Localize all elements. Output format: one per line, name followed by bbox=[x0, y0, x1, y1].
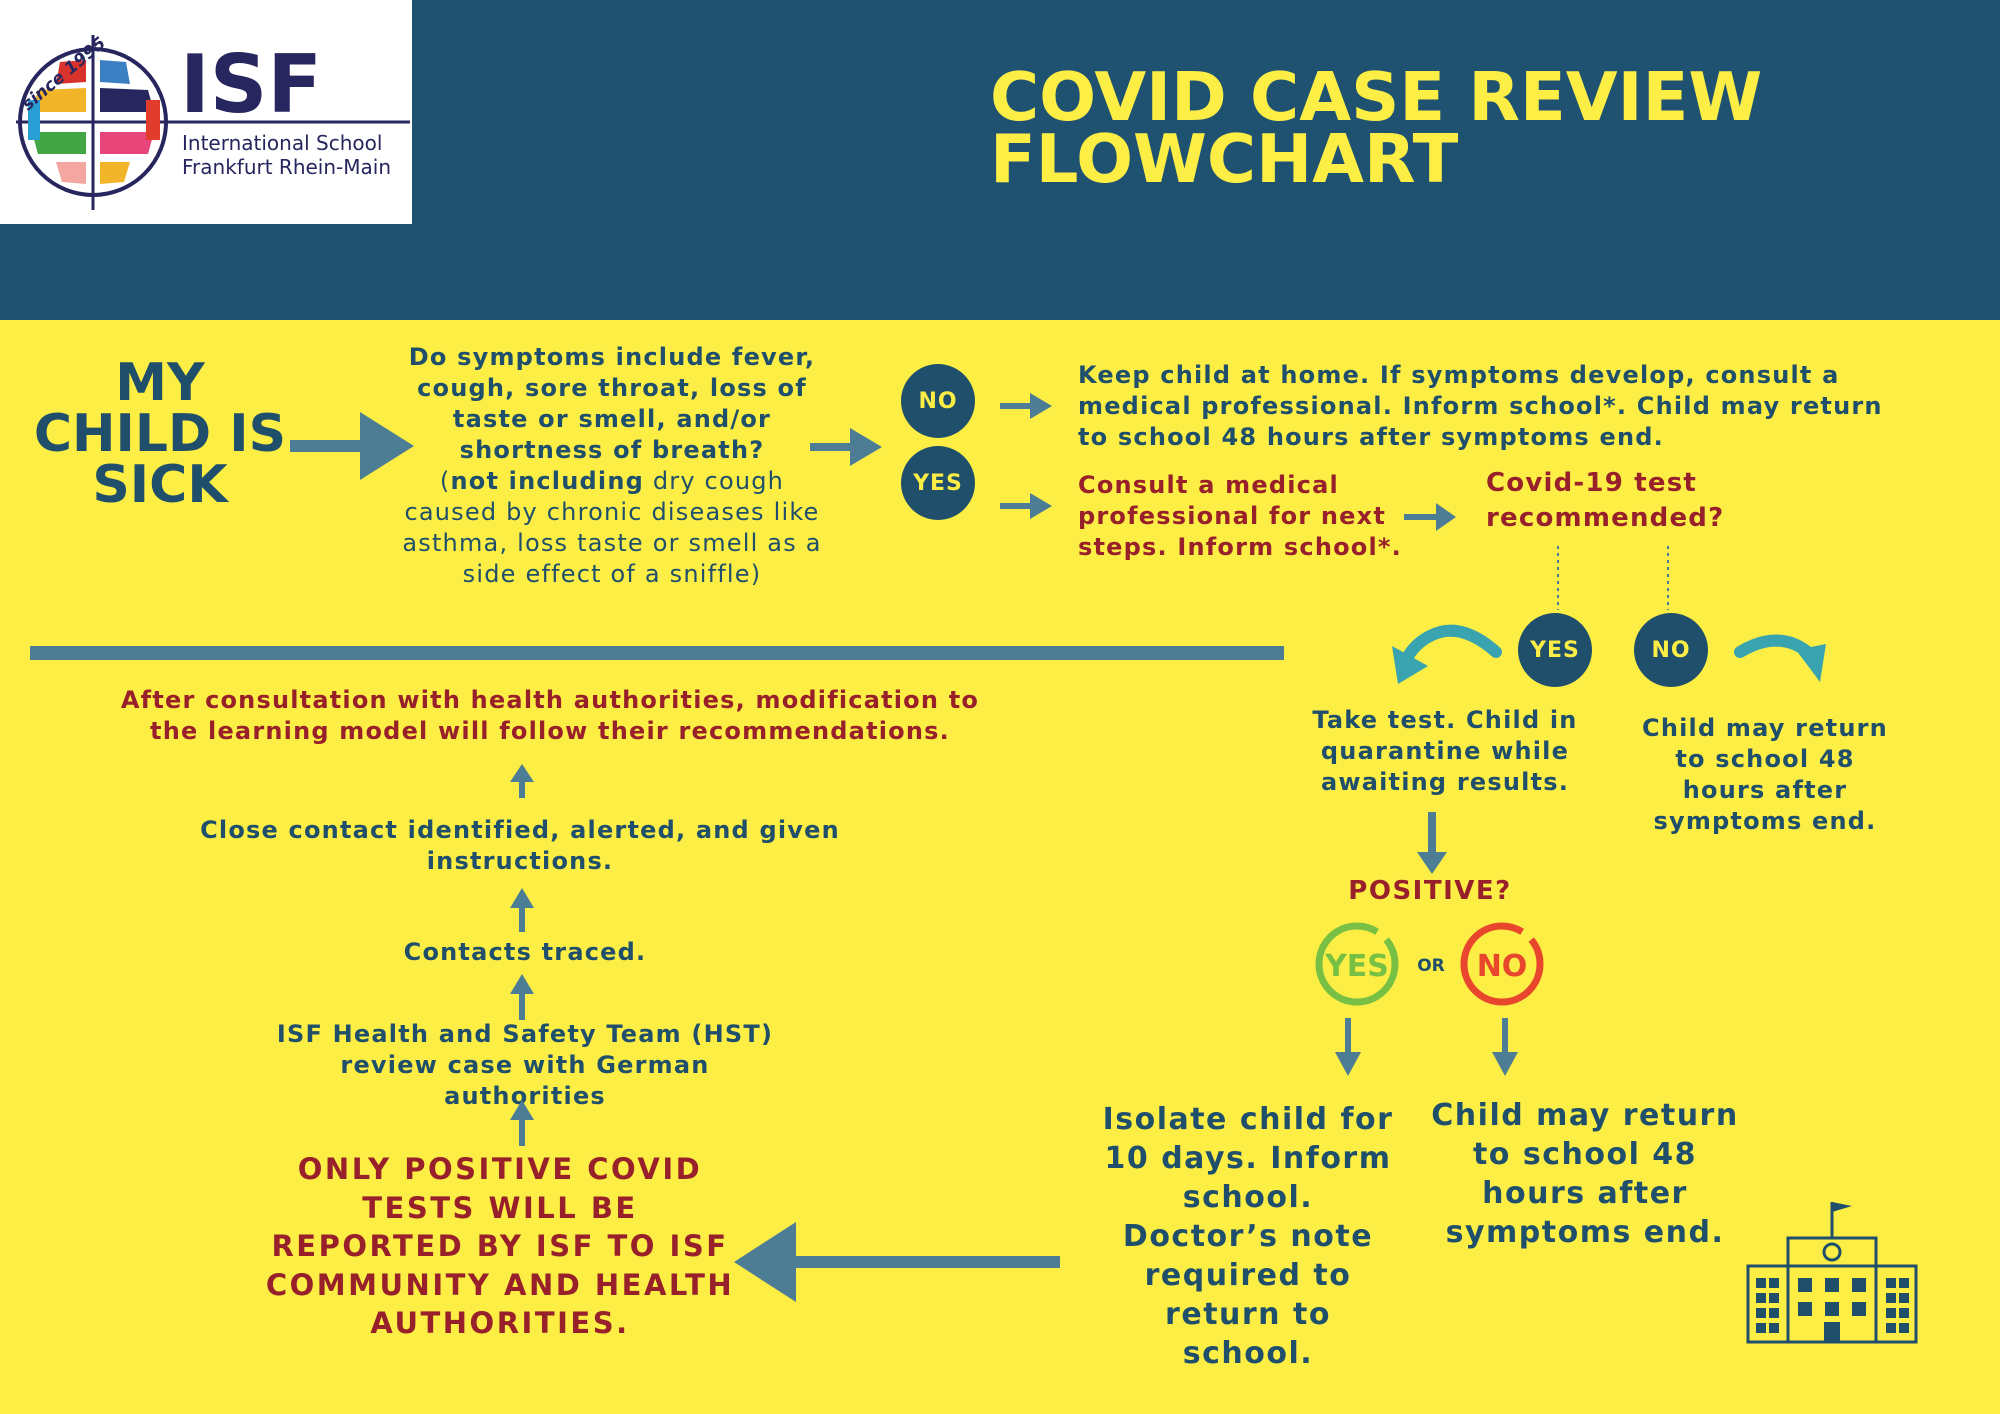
up-arrow-1-head bbox=[510, 1100, 534, 1120]
up-arrow-4 bbox=[519, 778, 525, 798]
svg-text:International School: International School bbox=[182, 131, 382, 155]
start-label: MY CHILD IS SICK bbox=[33, 353, 287, 515]
test-arrow bbox=[1404, 514, 1442, 520]
yes-result-text: Consult a medical professional for next … bbox=[1078, 471, 1402, 561]
positive-no-circle bbox=[1460, 922, 1544, 1006]
yes-arrow-head bbox=[1030, 493, 1052, 519]
test-yes-circle: YES bbox=[1518, 613, 1592, 687]
positive-yes-label: YES bbox=[1324, 949, 1389, 984]
up-arrow-3 bbox=[519, 906, 525, 932]
positive-yes-circle bbox=[1315, 922, 1399, 1006]
no-result-text: Keep child at home. If symptoms develop,… bbox=[1078, 361, 1883, 451]
svg-text:ISF: ISF bbox=[180, 38, 322, 131]
curve-arrow-no-head bbox=[1796, 644, 1826, 682]
after-consultation-text: After consultation with health authoriti… bbox=[120, 686, 980, 745]
title-line-2: FLOWCHART bbox=[990, 120, 1459, 198]
report-text: ONLY POSITIVE COVID TESTS WILL BE REPORT… bbox=[265, 1152, 735, 1340]
no-arrow bbox=[1000, 403, 1034, 409]
start-arrow-head bbox=[360, 412, 414, 480]
test-question: Covid-19 test recommended? bbox=[1486, 468, 1725, 533]
svg-text:Frankfurt Rhein-Main: Frankfurt Rhein-Main bbox=[182, 155, 391, 179]
report-arrow-head bbox=[734, 1222, 796, 1302]
yes-circle: YES bbox=[901, 446, 975, 520]
test-arrow-head bbox=[1436, 503, 1456, 531]
test-yes-result: Take test. Child in quarantine while awa… bbox=[1312, 706, 1578, 796]
report-arrow bbox=[790, 1256, 1060, 1268]
school-building-icon bbox=[1746, 1202, 1918, 1344]
positive-result: Isolate child for 10 days. Inform school… bbox=[1102, 1102, 1394, 1371]
curve-arrow-yes bbox=[1400, 624, 1502, 666]
up-arrow-2 bbox=[519, 990, 525, 1020]
up-arrow-4-head bbox=[510, 764, 534, 782]
globe-logo-icon: since 1995 ISF International School Fran… bbox=[16, 33, 410, 210]
start-arrow bbox=[290, 440, 370, 452]
up-arrow-3-head bbox=[510, 888, 534, 908]
no-arrow-head bbox=[1030, 393, 1052, 419]
close-contact-text: Close contact identified, alerted, and g… bbox=[200, 816, 840, 875]
up-arrow-2-head bbox=[510, 974, 534, 994]
pos-no-arrow bbox=[1502, 1018, 1508, 1056]
test-no-result: Child may return to school 48 hours afte… bbox=[1642, 714, 1888, 835]
symptom-question: Do symptoms include fever, cough, sore t… bbox=[402, 343, 822, 588]
positive-arrow bbox=[1428, 812, 1436, 858]
positive-choice-graphic: YES OR NO bbox=[1315, 922, 1544, 1006]
hst-review-text: ISF Health and Safety Team (HST) review … bbox=[276, 1020, 774, 1110]
positive-question: POSITIVE? bbox=[1348, 876, 1512, 906]
positive-no-label: NO bbox=[1477, 949, 1528, 984]
yes-arrow bbox=[1000, 503, 1034, 509]
up-arrow-1 bbox=[519, 1116, 525, 1146]
page-title: COVID CASE REVIEW FLOWCHART bbox=[990, 58, 1950, 198]
test-no-circle: NO bbox=[1634, 613, 1708, 687]
title-line-1: COVID CASE REVIEW bbox=[990, 58, 1763, 136]
curve-arrow-yes-head bbox=[1392, 646, 1428, 684]
pos-yes-arrow-head bbox=[1335, 1052, 1361, 1076]
question-arrow-head bbox=[850, 428, 882, 466]
question-arrow bbox=[810, 443, 856, 451]
pos-yes-arrow bbox=[1345, 1018, 1351, 1056]
school-logo: since 1995 ISF International School Fran… bbox=[0, 0, 412, 224]
negative-result: Child may return to school 48 hours afte… bbox=[1431, 1098, 1739, 1250]
positive-arrow-head bbox=[1417, 852, 1447, 874]
contacts-traced-text: Contacts traced. bbox=[403, 938, 647, 966]
pos-no-arrow-head bbox=[1492, 1052, 1518, 1076]
no-circle: NO bbox=[901, 364, 975, 438]
positive-or-label: OR bbox=[1417, 956, 1445, 976]
section-divider bbox=[30, 646, 1284, 660]
